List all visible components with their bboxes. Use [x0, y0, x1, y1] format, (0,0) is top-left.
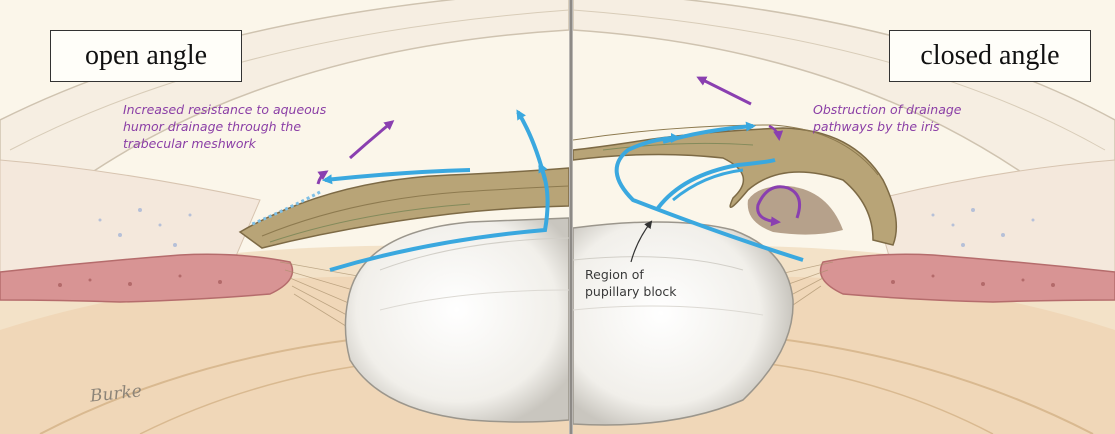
trabecular-resistance-annotation: Increased resistance to aqueous humor dr… [123, 101, 363, 152]
closed-angle-panel: closed angle Obstruction of drainage pat… [573, 0, 1115, 434]
open-angle-label: open angle [50, 30, 242, 82]
closed-angle-label: closed angle [889, 30, 1091, 82]
pupillary-block-label: Region of pupillary block [585, 266, 705, 300]
open-angle-panel: open angle Increased resistance to aqueo… [0, 0, 569, 434]
iris-obstruction-annotation: Obstruction of drainage pathways by the … [813, 101, 1013, 135]
